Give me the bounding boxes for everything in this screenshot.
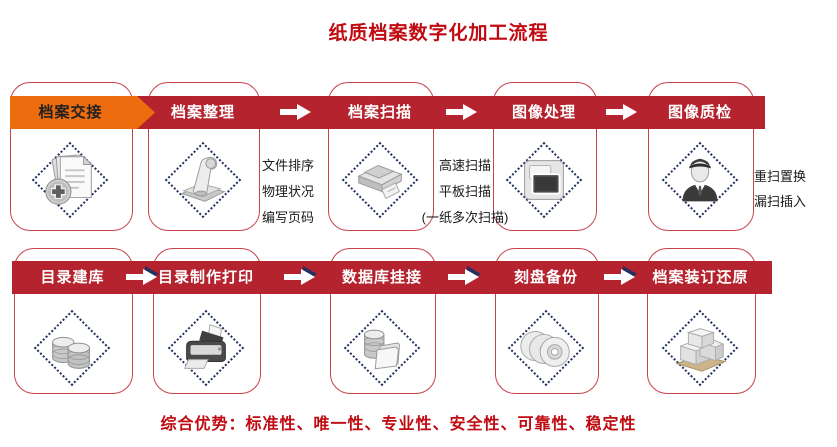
database-folder-icon	[351, 317, 413, 379]
step-label: 图像处理	[511, 104, 576, 121]
advantages-summary: 综合优势：标准性、唯一性、专业性、安全性、可靠性、稳定性	[160, 416, 637, 433]
note-line: 高速扫描	[438, 158, 491, 173]
note-line: 文件排序	[262, 158, 315, 173]
arrow-right-icon	[280, 104, 312, 120]
note-inspect: 重扫置换 漏扫插入	[754, 164, 806, 214]
step-label: 档案交接	[38, 104, 103, 121]
arrow-right-icon	[448, 266, 481, 285]
row1-start-arrow-banner	[10, 96, 155, 129]
arrow-right-icon	[284, 266, 317, 285]
note-line: 重扫置换	[754, 169, 807, 184]
photos-icon	[513, 149, 575, 211]
step-label: 档案扫描	[347, 104, 412, 121]
arrow-right-icon	[604, 266, 637, 285]
paper-scroll-icon	[172, 149, 234, 211]
cd-stack-icon	[515, 317, 577, 379]
note-line: (一纸多次扫描)	[421, 210, 509, 225]
inspector-person-icon	[669, 149, 731, 211]
step-label: 档案整理	[170, 104, 235, 121]
step-label: 目录建库	[40, 269, 105, 286]
arrow-right-icon	[606, 104, 638, 120]
note-line: 漏扫插入	[754, 194, 807, 209]
step-label: 目录制作打印	[157, 269, 254, 286]
step-label: 图像质检	[667, 104, 732, 121]
note-arrange: 文件排序 物理状况 编写页码	[262, 153, 314, 231]
note-line: 平板扫描	[438, 184, 491, 199]
arrow-right-icon	[126, 266, 159, 285]
page-title: 纸质档案数字化加工流程	[328, 23, 549, 44]
note-scan: 高速扫描 平板扫描 (一纸多次扫描)	[410, 153, 520, 231]
step-label: 数据库挂接	[341, 269, 422, 286]
database-stack-icon	[41, 317, 103, 379]
scanner-icon	[349, 149, 411, 211]
step-label: 刻盘备份	[513, 269, 578, 286]
note-line: 物理状况	[262, 184, 315, 199]
arrow-right-icon	[446, 104, 478, 120]
printer-icon	[175, 317, 237, 379]
documents-plus-icon	[39, 149, 101, 211]
step-label: 档案装订还原	[652, 269, 749, 286]
note-line: 编写页码	[262, 210, 315, 225]
boxes-pallet-icon	[669, 317, 731, 379]
